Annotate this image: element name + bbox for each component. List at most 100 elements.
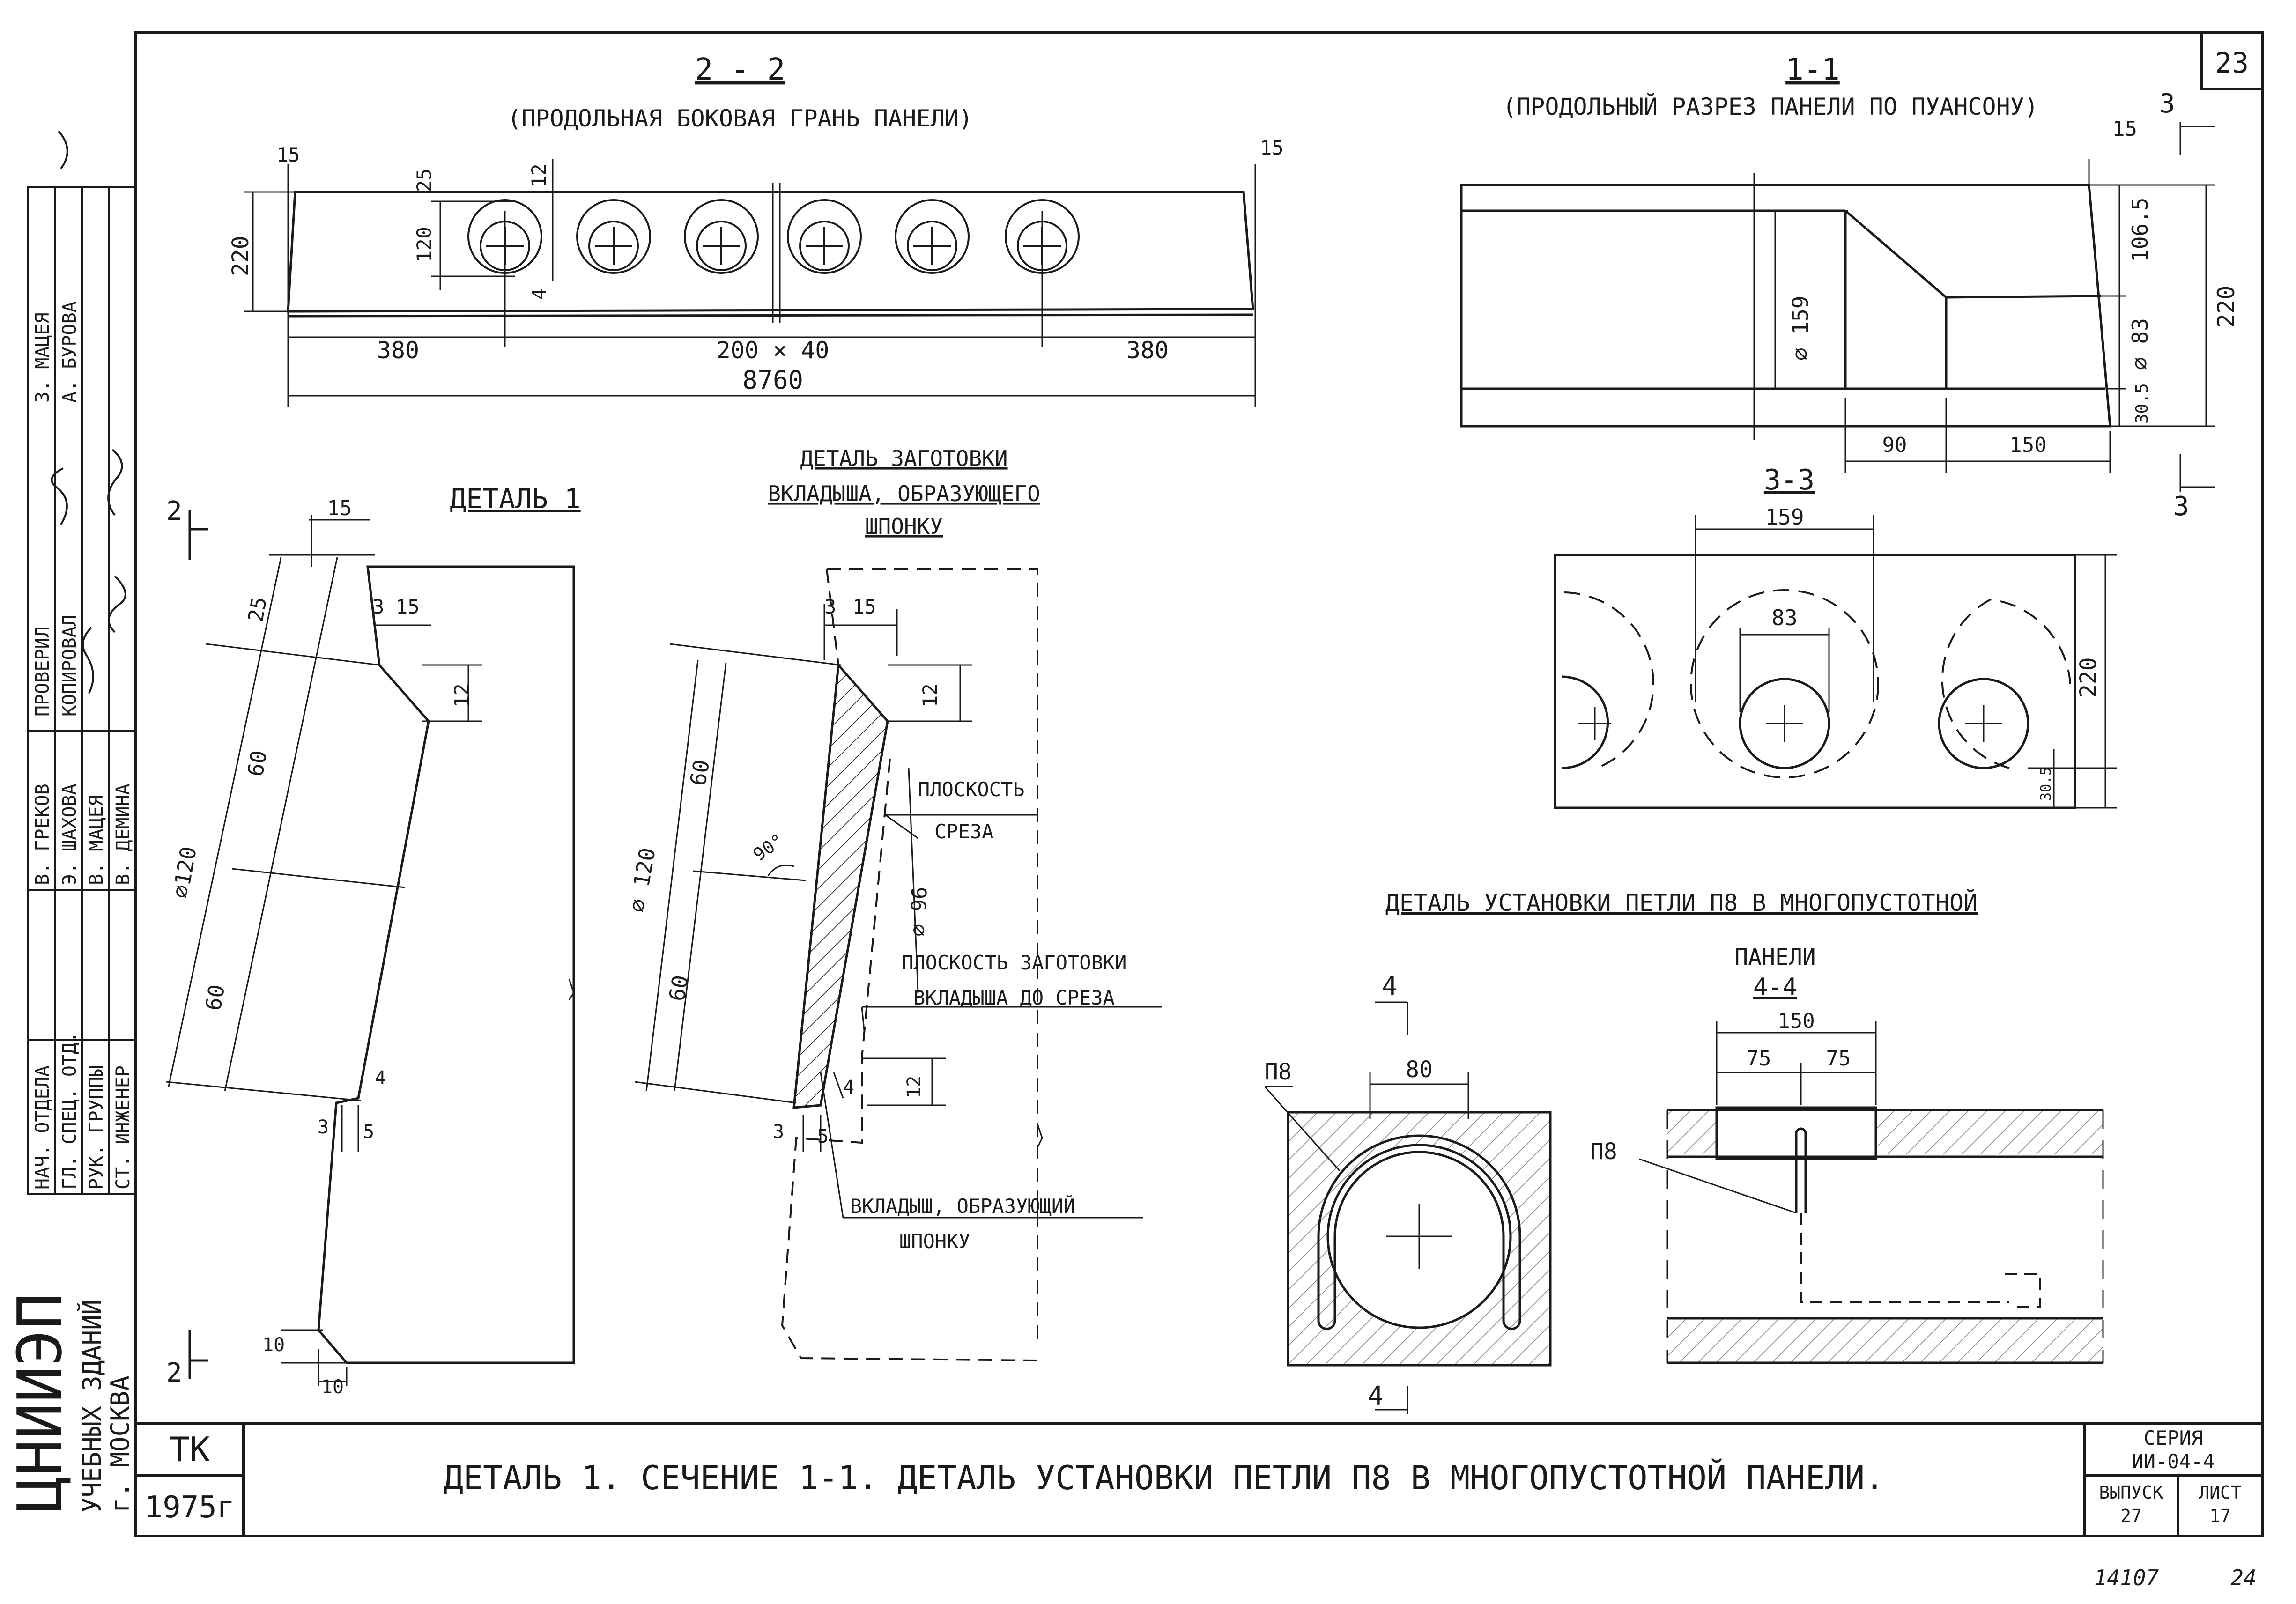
stamp-name-1: В. ГРЕКОВ [32, 784, 53, 885]
dim-d1-25: 25 [244, 595, 272, 624]
stamp-role2-1: ПРОВЕРИЛ [32, 626, 53, 717]
stamp-role-2: ГЛ. СПЕЦ. ОТД. [59, 1032, 81, 1190]
loop-section: 4-4 [1753, 973, 1797, 1001]
section-2-2: 2 - 2 (ПРОДОЛЬНАЯ БОКОВАЯ ГРАНЬ ПАНЕЛИ) [228, 52, 1284, 407]
dim-d1-4: 4 [375, 1067, 386, 1089]
dim-d1-60b: 60 [200, 983, 230, 1013]
dim-blank-15: 15 [852, 595, 876, 618]
dim-1-1-diam-large: ∅ 159 [1788, 296, 1813, 361]
side-stamp [27, 186, 137, 1195]
dim-blank-4: 4 [843, 1077, 854, 1098]
detail-blank: ДЕТАЛЬ ЗАГОТОВКИ ВКЛАДЫША, ОБРАЗУЮЩЕГО Ш… [624, 446, 1162, 1361]
dim-loop-80: 80 [1406, 1057, 1433, 1083]
signatures [51, 130, 126, 694]
dim-1-1-upper: 106.5 [2127, 198, 2153, 262]
dim-2-2-hole: 120 [413, 227, 436, 262]
dim-3-3-inner: 83 [1771, 605, 1797, 630]
issue-label: ВЫПУСК [2099, 1482, 2163, 1503]
detail-blank-title-2: ВКЛАДЫША, ОБРАЗУЮЩЕГО [768, 481, 1040, 506]
dim-d1-12: 12 [450, 683, 473, 707]
dim-blank-12b: 12 [904, 1076, 925, 1098]
sheet-label: ЛИСТ [2199, 1482, 2242, 1503]
dim-3-3-bottom: 30.5 [2038, 767, 2054, 801]
section-1-1-mark-top: 3 [2159, 89, 2175, 119]
detail-blank-title-3: ШПОНКУ [865, 514, 943, 539]
stamp-role-4: СТ. ИНЖЕНЕР [112, 1065, 134, 1190]
stamp-role-3: РУК. ГРУППЫ [86, 1065, 107, 1190]
section-3-3: 3-3 159 [1554, 464, 2117, 809]
dim-2-2-right-edge: 15 [1260, 136, 1284, 159]
stamp-text: НАЧ. ОТДЕЛА ГЛ. СПЕЦ. ОТД. РУК. ГРУППЫ С… [32, 301, 134, 1190]
dim-2-2-height: 220 [228, 236, 254, 276]
footer-number-2: 24 [2230, 1565, 2256, 1590]
dim-blank-angle: 90° [749, 830, 787, 865]
dim-2-2-top-offset: 25 [413, 168, 436, 192]
org-city: г. МОСКВА [105, 1375, 135, 1513]
dim-d1-top: 15 [327, 496, 352, 520]
loop-mark-bottom: 4 [1368, 1381, 1384, 1412]
tk-label: ТК [170, 1430, 210, 1469]
drawing-caption: ДЕТАЛЬ 1. СЕЧЕНИЕ 1-1. ДЕТАЛЬ УСТАНОВКИ … [444, 1459, 1884, 1497]
dim-loop-75a: 75 [1747, 1047, 1771, 1071]
loop-label-right: П8 [1590, 1138, 1617, 1165]
footer-number: 14107 [2094, 1565, 2159, 1590]
detail-1-mark-top: 2 [166, 496, 182, 526]
dim-2-2-gap: 12 [527, 163, 550, 187]
dim-blank-12: 12 [918, 683, 941, 707]
series-value: ИИ-04-4 [2132, 1450, 2215, 1473]
dim-d1-60a: 60 [243, 748, 272, 778]
dim-2-2-left: 380 [377, 337, 419, 364]
note-insert-1: ВКЛАДЫШ, ОБРАЗУЮЩИЙ [850, 1194, 1075, 1218]
series-label: СЕРИЯ [2144, 1427, 2203, 1449]
dim-1-1-step2: 150 [2009, 433, 2046, 457]
stamp-name-3: В. МАЦЕЯ [86, 795, 107, 885]
dim-blank-5: 5 [817, 1126, 829, 1147]
section-3-3-title: 3-3 [1764, 464, 1815, 496]
stamp-name2-1: З. МАЦЕЯ [32, 312, 53, 403]
dim-d1-3: 3 [372, 595, 384, 618]
dim-d1-15: 15 [396, 595, 420, 618]
dim-3-3-height: 220 [2075, 657, 2102, 698]
detail-1-mark-bottom: 2 [166, 1358, 182, 1388]
dim-1-1-height: 220 [2213, 286, 2240, 328]
org-subtitle: УЧЕБНЫХ ЗДАНИЙ [77, 1300, 107, 1513]
org-name: ЦНИИЭП [4, 1293, 75, 1513]
note-cut-plane-1: ПЛОСКОСТЬ [918, 778, 1025, 801]
section-1-1-mark-bottom: 3 [2173, 491, 2189, 522]
note-cut-plane-2: СРЕЗА [934, 820, 993, 843]
dim-d1-3b: 3 [318, 1116, 329, 1138]
section-2-2-title: 2 - 2 [695, 52, 785, 87]
dim-2-2-right: 380 [1126, 337, 1169, 364]
dim-1-1-top-edge: 15 [2112, 117, 2137, 141]
bottom-slab-hatch [1667, 1318, 2103, 1363]
dim-1-1-step1: 90 [1882, 433, 1907, 457]
loop-title-2: ПАНЕЛИ [1734, 944, 1815, 970]
stamp-role2-2: КОПИРОВАЛ [59, 615, 81, 717]
dim-3-3-width: 159 [1765, 504, 1804, 530]
year-label: 1975г [145, 1490, 235, 1525]
dim-2-2-small: 4 [529, 288, 550, 300]
detail-blank-title-1: ДЕТАЛЬ ЗАГОТОВКИ [800, 446, 1007, 471]
note-blank-plane-2: ВКЛАДЫША ДО СРЕЗА [913, 986, 1115, 1009]
insert-hatched [792, 662, 889, 1109]
dim-blank-3: 3 [824, 595, 836, 618]
section-1-1: 1-1 (ПРОДОЛЬНЫЙ РАЗРЕЗ ПАНЕЛИ ПО ПУАНСОН… [1460, 52, 2240, 522]
dim-d1-10b: 10 [321, 1376, 344, 1398]
note-blank-plane-1: ПЛОСКОСТЬ ЗАГОТОВКИ [902, 951, 1126, 974]
loop-label-left: П8 [1265, 1059, 1292, 1085]
dim-2-2-middle: 200 × 40 [717, 337, 830, 364]
detail-1: ДЕТАЛЬ 1 2 [166, 483, 581, 1398]
dim-1-1-diam-small: ∅ 83 [2127, 318, 2153, 370]
stamp-name-4: В. ДЕМИНА [112, 784, 134, 885]
dim-blank-3b: 3 [773, 1121, 784, 1143]
sheet-value: 17 [2209, 1506, 2231, 1526]
dim-blank-diam: ∅ 120 [624, 846, 660, 914]
issue-value: 27 [2120, 1506, 2142, 1526]
dim-1-1-bottom: 30.5 [2133, 383, 2152, 424]
note-insert-2: ШПОНКУ [899, 1230, 970, 1253]
sheet-number: 23 [2215, 47, 2249, 80]
loop-detail: ДЕТАЛЬ УСТАНОВКИ ПЕТЛИ П8 В МНОГОПУСТОТН… [1264, 889, 2104, 1414]
dim-loop-75b: 75 [1826, 1047, 1851, 1071]
section-1-1-subtitle: (ПРОДОЛЬНЫЙ РАЗРЕЗ ПАНЕЛИ ПО ПУАНСОНУ) [1503, 93, 2038, 120]
